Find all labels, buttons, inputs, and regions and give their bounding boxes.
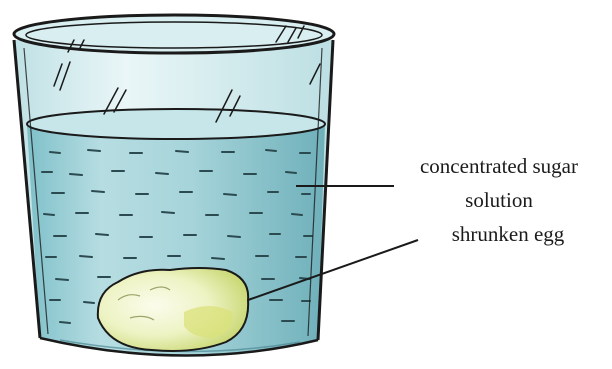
- label-solution: solution: [393, 190, 605, 211]
- label-shrunken-egg: shrunken egg: [408, 224, 608, 245]
- label-concentrated-sugar: concentrated sugar: [393, 156, 605, 177]
- solution-surface: [27, 109, 325, 139]
